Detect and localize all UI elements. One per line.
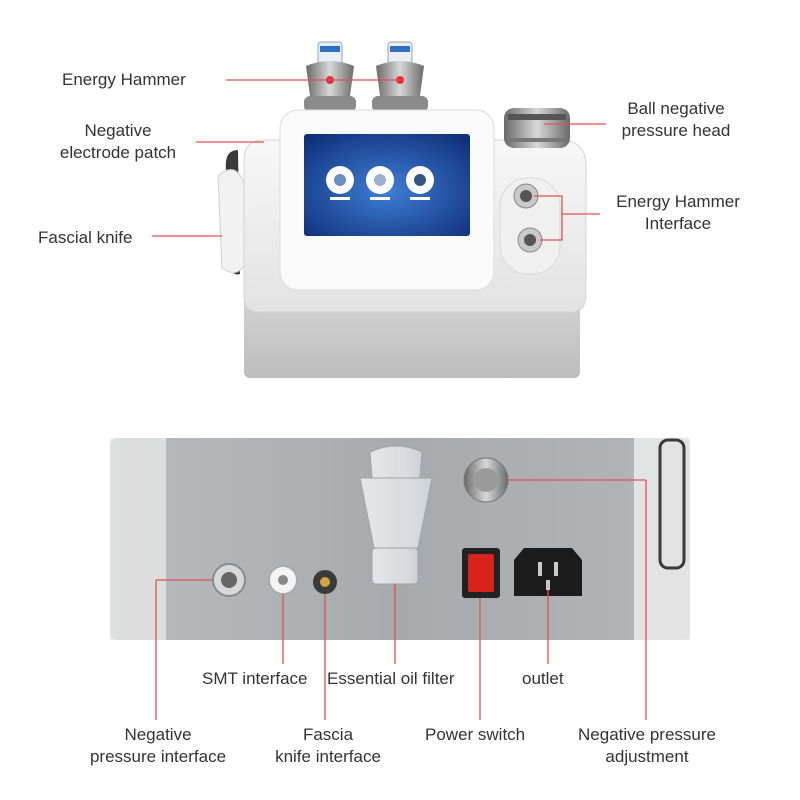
ball-negative-pressure-head	[504, 108, 570, 148]
label-smt-interface: SMT interface	[202, 669, 308, 688]
label-negative-pressure-adjustment: Negative pressure adjustment	[578, 725, 716, 766]
label-power-switch: Power switch	[425, 725, 526, 744]
label-energy-hammer: Energy Hammer	[62, 70, 186, 89]
energy-hammer-left	[304, 41, 356, 112]
label-negative-electrode-patch: Negative electrode patch	[59, 121, 177, 162]
label-fascia-knife-interface: Fascia knife interface	[275, 725, 381, 766]
power-switch	[468, 554, 494, 592]
label-outlet: outlet	[522, 669, 564, 688]
connector-panel	[499, 177, 561, 275]
device-back-view	[110, 438, 690, 640]
device-front-view	[217, 41, 587, 378]
energy-hammer-right	[372, 41, 428, 112]
label-fascial-knife: Fascial knife	[38, 228, 133, 247]
label-ball-negative-pressure-head: Ball negative pressure head	[621, 99, 731, 140]
power-outlet	[514, 548, 582, 596]
label-energy-hammer-interface: Energy Hammer Interface	[616, 192, 740, 233]
label-essential-oil-filter: Essential oil filter	[327, 669, 455, 688]
label-negative-pressure-interface: Negative pressure interface	[89, 725, 227, 766]
fascial-knife	[217, 169, 245, 273]
leader-lines	[152, 79, 647, 720]
essential-oil-filter	[359, 445, 433, 585]
